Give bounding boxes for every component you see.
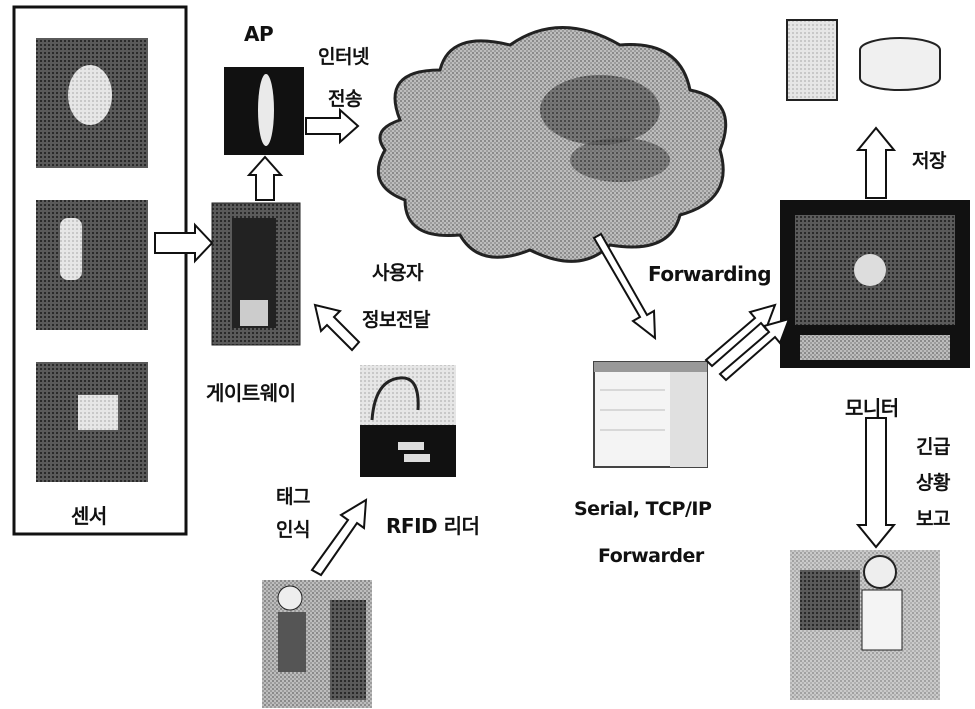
ap-label: AP xyxy=(244,22,274,46)
emergency-report-label-line3: 보고 xyxy=(916,508,950,530)
internet-transfer-label-line2: 전송 xyxy=(328,88,362,110)
sensor-photo-2 xyxy=(36,200,148,330)
monitor-label: 모니터 xyxy=(845,396,899,420)
arrow-rfid-to-gateway xyxy=(313,303,361,352)
tag-recognition-label-line2: 인식 xyxy=(276,519,310,541)
sensor-label: 센서 xyxy=(71,504,107,528)
ap-device xyxy=(224,67,304,155)
sensor-panel xyxy=(12,5,188,536)
worker-figure xyxy=(262,580,372,708)
emergency-report-label-line2: 상황 xyxy=(916,472,950,494)
arrow-monitor-to-storage xyxy=(855,126,897,199)
forwarder-label-line1: Serial, TCP/IP xyxy=(574,498,712,520)
internet-cloud xyxy=(376,26,728,263)
rfid-reader-device xyxy=(360,365,456,477)
gateway-label: 게이트웨이 xyxy=(206,381,296,405)
flow-arrows xyxy=(154,107,897,577)
arrow-forwarder-to-monitor-2 xyxy=(718,317,791,382)
operator-figure xyxy=(790,550,940,700)
storage-label: 저장 xyxy=(912,150,946,172)
rfid-reader-label: RFID 리더 xyxy=(386,514,480,538)
user-info-label-line2: 정보전달 xyxy=(362,309,430,331)
forwarder-window xyxy=(593,361,708,468)
forwarding-label: Forwarding xyxy=(648,262,772,286)
arrow-worker-to-rfid xyxy=(310,498,368,577)
tag-recognition-label-line1: 태그 xyxy=(276,486,310,508)
user-info-label-line1: 사용자 xyxy=(372,262,423,284)
emergency-report-label-line1: 긴급 xyxy=(916,436,950,458)
arrow-gateway-to-ap xyxy=(246,155,284,201)
arrow-sensor-to-gateway xyxy=(154,222,214,264)
monitor-device xyxy=(780,200,970,368)
arrow-cloud-to-forwarder xyxy=(592,232,657,341)
internet-transfer-label-line1: 인터넷 xyxy=(318,46,369,68)
arrow-forwarder-to-monitor-1 xyxy=(704,303,777,368)
gateway-device xyxy=(211,202,301,346)
arrow-monitor-to-operator xyxy=(855,417,897,549)
forwarder-label-line2: Forwarder xyxy=(598,545,704,567)
server-storage xyxy=(786,19,941,101)
arrow-ap-to-cloud xyxy=(305,107,360,145)
